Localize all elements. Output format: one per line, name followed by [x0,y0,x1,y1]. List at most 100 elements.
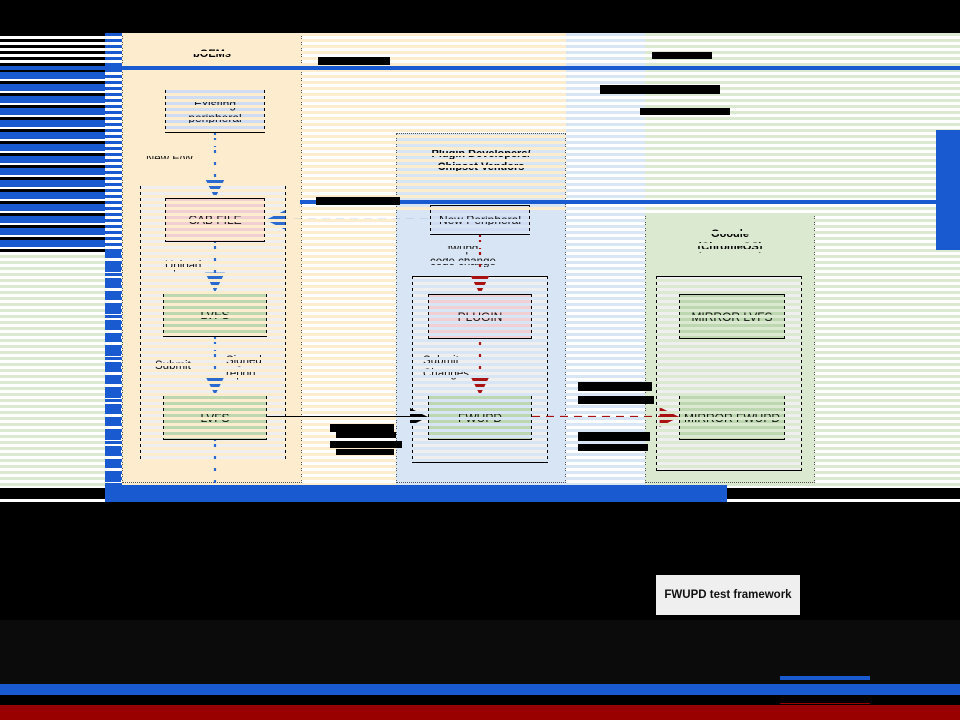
glitch-band [0,327,105,330]
glitch-band [566,297,645,300]
glitch-band [0,105,105,108]
glitch-band [645,69,815,72]
glitch-band [645,135,815,138]
glitch-band [396,219,566,222]
glitch-band [815,291,960,294]
redaction-blob [318,57,390,65]
glitch-band [815,309,960,312]
glitch-band [0,387,105,390]
glitch-band [645,279,815,282]
glitch-band [396,447,566,450]
glitch-band [0,411,105,414]
glitch-band [105,129,122,132]
glitch-band [122,333,302,336]
glitch-band [815,45,960,48]
glitch-band [0,465,105,468]
glitch-band [122,231,302,234]
glitch-band [566,99,645,102]
glitch-band [302,93,396,96]
glitch-band [105,207,122,210]
glitch-band [566,117,645,120]
glitch-band [0,189,105,192]
glitch-band [122,111,302,114]
glitch-band [122,321,302,324]
glitch-band [815,117,960,120]
glitch-band [815,411,960,414]
glitch-band [645,285,815,288]
glitch-band [566,189,645,192]
glitch-band [396,93,566,96]
glitch-band [105,411,122,414]
glitch-band [396,435,566,438]
glitch-band [0,279,105,282]
glitch-band [815,423,960,426]
glitch-band [0,441,105,444]
glitch-band [302,267,396,270]
glitch-band [0,120,105,127]
glitch-band [302,225,396,228]
glitch-band [815,381,960,384]
glitch-band [815,447,960,450]
glitch-band [645,51,815,54]
glitch-band [302,165,396,168]
glitch-band [815,81,960,84]
glitch-band [396,267,566,270]
glitch-band [815,147,960,150]
glitch-band [105,225,122,228]
glitch-band [105,189,122,192]
glitch-band [122,255,302,258]
glitch-band [122,189,302,192]
glitch-band [396,45,566,48]
glitch-band [122,465,302,468]
glitch-band [0,165,105,168]
glitch-band [302,99,396,102]
glitch-band [302,285,396,288]
glitch-band [122,435,302,438]
glitch-band [396,147,566,150]
glitch-band [815,237,960,240]
glitch-band [396,411,566,414]
glitch-band [645,471,815,474]
glitch-band [302,207,396,210]
glitch-band [105,446,121,454]
glitch-band [0,357,105,360]
glitch-band [0,45,105,48]
glitch-band [566,63,645,66]
glitch-band [302,303,396,306]
glitch-band [122,477,302,480]
glitch-band [815,189,960,192]
glitch-band [645,243,815,246]
glitch-band [566,249,645,252]
glitch-band [645,447,815,450]
glitch-band [645,237,815,240]
glitch-band [0,483,105,486]
glitch-band [396,105,566,108]
redaction-blob [578,396,654,404]
glitch-band [105,81,122,84]
glitch-band [645,165,815,168]
glitch-band [0,180,105,187]
node-fwupd-test-framework[interactable]: FWUPD test framework [656,575,800,615]
glitch-band [105,57,122,60]
glitch-band [105,165,122,168]
glitch-band [815,195,960,198]
glitch-band [566,123,645,126]
glitch-band [302,309,396,312]
glitch-band [396,483,566,486]
glitch-band [302,351,396,354]
glitch-band [396,75,566,78]
glitch-band [396,321,566,324]
glitch-band [396,453,566,456]
glitch-band [105,327,122,330]
glitch-band [105,306,121,314]
glitch-band [302,147,396,150]
glitch-band [566,57,645,60]
glitch-band [302,375,396,378]
glitch-band [645,219,815,222]
glitch-band [645,369,815,372]
glitch-band [122,123,302,126]
glitch-band [645,231,815,234]
glitch-band [815,435,960,438]
glitch-band [105,474,121,482]
glitch-band [396,99,566,102]
